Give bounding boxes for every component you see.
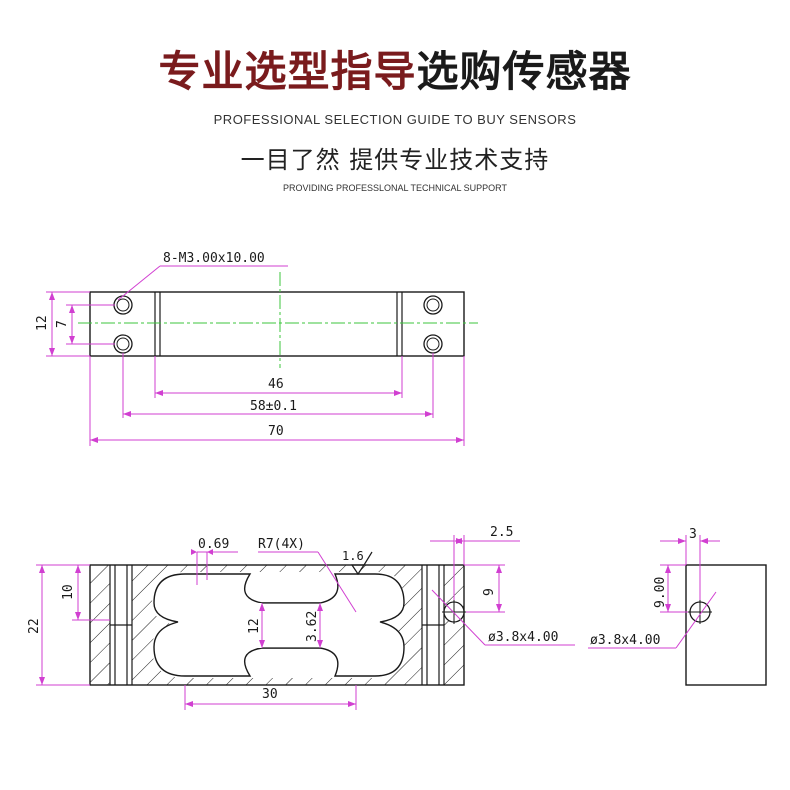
radius-label: R7(4X) bbox=[258, 537, 305, 552]
side-view-hole bbox=[688, 600, 712, 624]
mounting-hole bbox=[113, 334, 133, 354]
side-hole-callout: ø3.8x4.00 bbox=[488, 630, 558, 645]
mounting-hole bbox=[423, 334, 443, 354]
dim-front-left: 10 bbox=[61, 584, 76, 600]
side-view-hole-callout: ø3.8x4.00 bbox=[590, 633, 660, 648]
dim-front-height: 22 bbox=[27, 618, 42, 634]
side-view-outline bbox=[685, 564, 767, 686]
hole-callout-label: 8-M3.00x10.00 bbox=[163, 251, 265, 266]
front-view-outline bbox=[89, 564, 465, 686]
page-title: 专业选型指导选购传感器 bbox=[0, 42, 790, 102]
dim-hole-pitch: 58±0.1 bbox=[250, 399, 297, 414]
title-part2: 选购传感器 bbox=[416, 47, 632, 96]
dim-side-hole: 9 bbox=[482, 588, 497, 596]
mounting-hole bbox=[113, 295, 133, 315]
dim-side-offset: 3 bbox=[689, 527, 697, 542]
front-view: 1.6 0.69 R7(4X) 22 10 12 3.62 30 2.5 9 ø… bbox=[27, 525, 575, 710]
dim-center-gap: 12 bbox=[247, 618, 262, 634]
top-view: 8-M3.00x10.00 12 7 bbox=[35, 251, 478, 446]
dim-wall-thickness: 0.69 bbox=[198, 537, 229, 552]
dim-side-height: 9.00 bbox=[653, 577, 668, 608]
side-view: 3 9.00 ø3.8x4.00 bbox=[588, 527, 767, 686]
roughness-value: 1.6 bbox=[342, 549, 364, 563]
dim-inner-length: 46 bbox=[268, 377, 284, 392]
dim-slot-width: 30 bbox=[262, 687, 278, 702]
tagline-en: PROVIDING PROFESSLONAL TECHNICAL SUPPORT bbox=[282, 183, 508, 193]
roughness-symbol bbox=[350, 551, 373, 576]
top-view-outline bbox=[89, 291, 465, 357]
subtitle-en: PROFESSIONAL SELECTION GUIDE TO BUY SENS… bbox=[213, 112, 577, 127]
dim-hole-offset: 2.5 bbox=[490, 525, 513, 540]
dim-height-12: 12 bbox=[35, 315, 50, 331]
tagline-cn: 一目了然 提供专业技术支持 bbox=[240, 146, 550, 174]
title-part1: 专业选型指导 bbox=[158, 47, 417, 96]
dim-web: 3.62 bbox=[305, 611, 320, 642]
dim-total-length: 70 bbox=[268, 424, 284, 439]
dim-hole-spacing: 7 bbox=[55, 320, 70, 328]
mounting-hole bbox=[423, 295, 443, 315]
